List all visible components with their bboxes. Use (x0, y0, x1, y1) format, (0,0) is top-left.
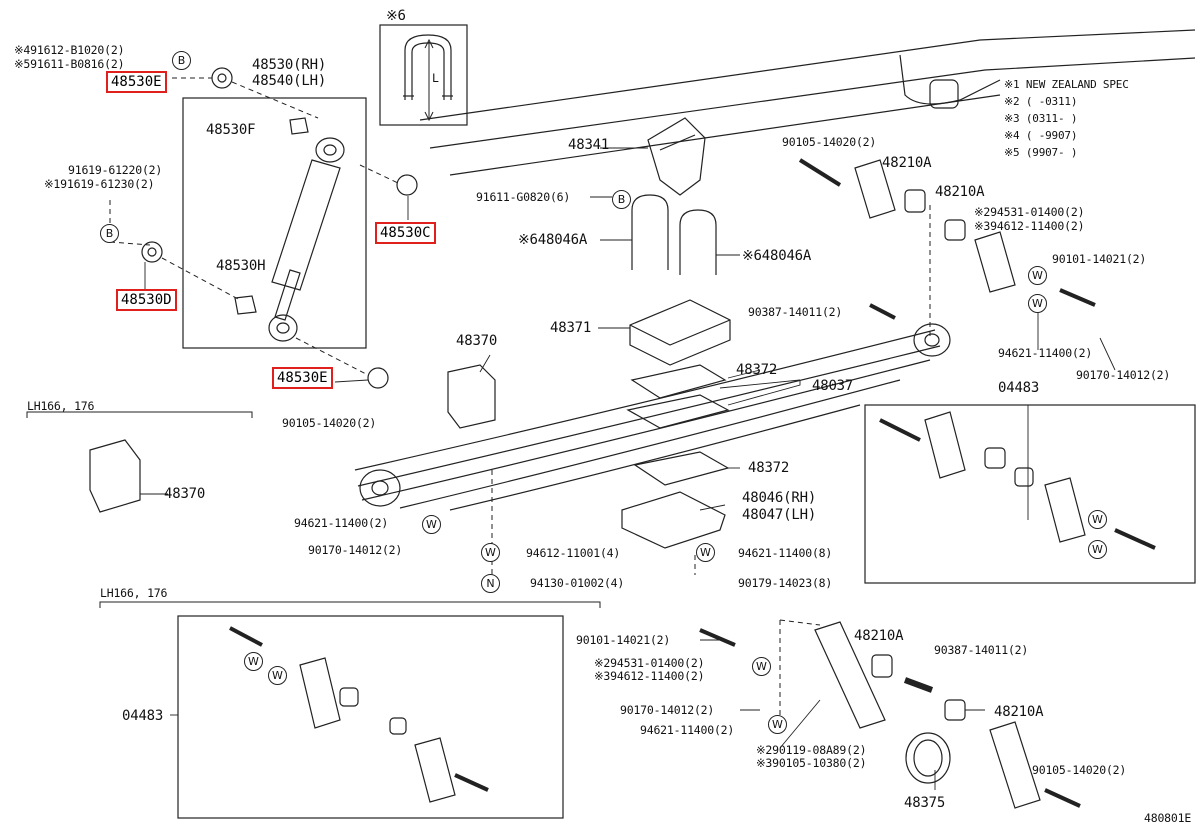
highlight-48530e-top[interactable]: 48530E (106, 71, 167, 93)
circle-w-9: W (268, 666, 287, 685)
label-94621-11400-d: 94621-11400(2) (640, 723, 735, 737)
label-48540-lh: 48540(LH) (252, 73, 327, 89)
label-48210a-d: 48210A (994, 704, 1044, 720)
label-90179-14023: 90179-14023(8) (738, 576, 833, 590)
shock-absorber-group (182, 97, 367, 349)
circle-b-top: B (172, 51, 191, 70)
circle-b-center: B (612, 190, 631, 209)
note-1: ※1 NEW ZEALAND SPEC (1004, 78, 1129, 91)
label-90170-14012-b: 90170-14012(2) (308, 543, 403, 557)
label-48372-b: 48372 (748, 460, 790, 476)
label-04483-b: 04483 (122, 708, 164, 724)
label-90101-14021-a: 90101-14021(2) (1052, 252, 1147, 266)
circle-w-5: W (696, 543, 715, 562)
label-48046a-left: ※648046A (518, 232, 588, 248)
label-48530-rh: 48530(RH) (252, 57, 327, 73)
figure-code: 480801E (1144, 811, 1192, 825)
circle-w-3: W (422, 515, 441, 534)
label-48530h: 48530H (216, 258, 266, 274)
leaf-spring (354, 323, 951, 511)
label-48037: 48037 (812, 378, 854, 394)
label-48046-rh: 48046(RH) (742, 490, 817, 506)
u-bolt-length-inset (379, 24, 468, 126)
label-94621-11400-b: 94621-11400(2) (294, 516, 389, 530)
label-2-90119-08a89: ※290119-08A89(2) (756, 743, 867, 757)
label-48371: 48371 (550, 320, 592, 336)
label-48046a-right: ※648046A (742, 248, 812, 264)
label-91611-g0820: 91611-G0820(6) (476, 190, 571, 204)
circle-n: N (481, 574, 500, 593)
label-90105-14020-b: 90105-14020(2) (282, 416, 377, 430)
circle-w-7: W (1088, 540, 1107, 559)
label-section-lh-big: LH166, 176 (100, 586, 168, 600)
circle-w-8: W (244, 652, 263, 671)
label-591611-b0816: ※591611-B0816(2) (14, 57, 125, 71)
label-94130-01002: 94130-01002(4) (530, 576, 625, 590)
label-48372-a: 48372 (736, 362, 778, 378)
frame-rail (419, 29, 1196, 176)
label-inset-title: ※6 (386, 8, 406, 24)
label-48375: 48375 (904, 795, 946, 811)
label-90101-14021-b: 90101-14021(2) (576, 633, 671, 647)
label-3-94612-11400: ※394612-11400(2) (594, 669, 705, 683)
label-94621-11400-c: 94621-11400(8) (738, 546, 833, 560)
label-48210a-b: 48210A (935, 184, 985, 200)
note-4: ※4 ( -9907) (1004, 129, 1078, 142)
note-5: ※5 (9907- ) (1004, 146, 1078, 159)
note-2: ※2 ( -0311) (1004, 95, 1078, 108)
label-90387-14011-b: 90387-14011(2) (934, 643, 1029, 657)
label-90170-14012-a: 90170-14012(2) (1076, 368, 1171, 382)
label-04483-a: 04483 (998, 380, 1040, 396)
circle-w-4: W (481, 543, 500, 562)
circle-w-10: W (752, 657, 771, 676)
circle-w-2: W (1028, 294, 1047, 313)
circle-w-11: W (768, 715, 787, 734)
label-91619-61220: 91619-61220(2) (68, 163, 163, 177)
label-inset-dimension: L (432, 71, 439, 85)
label-48210a-c: 48210A (854, 628, 904, 644)
label-3-90105-10380: ※390105-10380(2) (756, 756, 867, 770)
circle-w-6: W (1088, 510, 1107, 529)
label-48370: 48370 (456, 333, 498, 349)
circle-b-left: B (100, 224, 119, 243)
label-394612-11400: ※394612-11400(2) (974, 219, 1085, 233)
label-90170-14012-c: 90170-14012(2) (620, 703, 715, 717)
label-94612-11001: 94612-11001(4) (526, 546, 621, 560)
label-94621-11400-a: 94621-11400(2) (998, 346, 1093, 360)
label-491612-b1020: ※491612-B1020(2) (14, 43, 125, 57)
highlight-48530c[interactable]: 48530C (375, 222, 436, 244)
label-91619-61230: ※191619-61230(2) (44, 177, 155, 191)
label-2-94531-01400: ※294531-01400(2) (594, 656, 705, 670)
label-48341: 48341 (568, 137, 610, 153)
note-3: ※3 (0311- ) (1004, 112, 1078, 125)
label-294531-01400: ※294531-01400(2) (974, 205, 1085, 219)
label-48210a-a: 48210A (882, 155, 932, 171)
label-48370-b: 48370 (164, 486, 206, 502)
label-90105-14020-c: 90105-14020(2) (1032, 763, 1127, 777)
label-section-lh-small: LH166, 176 (27, 399, 95, 413)
highlight-48530d[interactable]: 48530D (116, 289, 177, 311)
circle-w-1: W (1028, 266, 1047, 285)
highlight-48530e-bottom[interactable]: 48530E (272, 367, 333, 389)
label-48530f: 48530F (206, 122, 256, 138)
label-90105-14020-a: 90105-14020(2) (782, 135, 877, 149)
label-48047-lh: 48047(LH) (742, 507, 817, 523)
label-90387-14011-a: 90387-14011(2) (748, 305, 843, 319)
